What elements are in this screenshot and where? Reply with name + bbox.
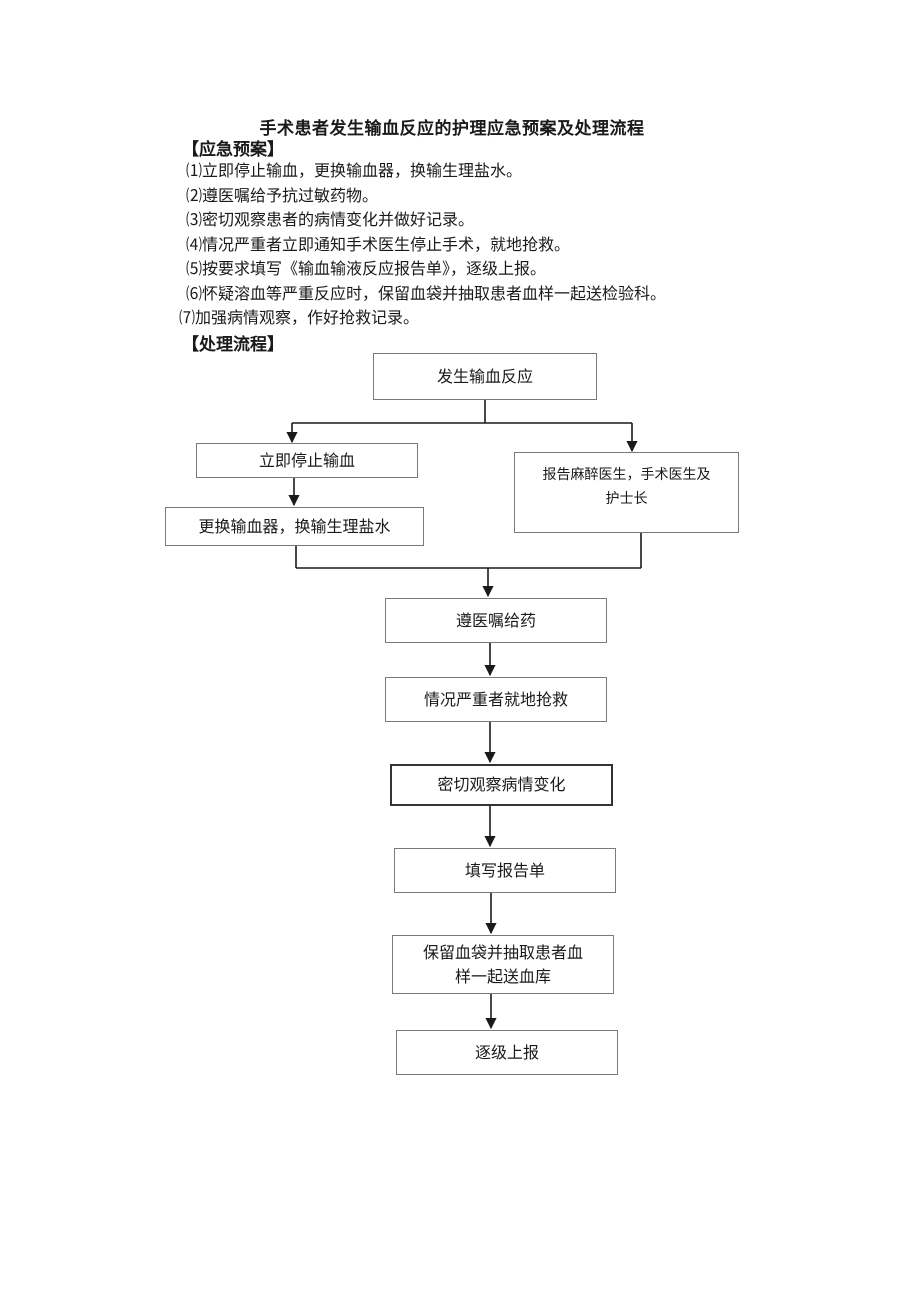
- emergency-plan-list: ⑴立即停止输血，更换输血器，换输生理盐水。 ⑵遵医嘱给予抗过敏药物。 ⑶密切观察…: [179, 159, 667, 331]
- node-report-doctors-line2: 护士长: [605, 491, 648, 507]
- node-escalate-report: 逐级上报: [396, 1030, 618, 1075]
- node-transfusion-reaction: 发生输血反应: [373, 353, 597, 400]
- node-keep-blood-bag: 保留血袋并抽取患者血 样一起送血库: [392, 935, 614, 994]
- emergency-plan-heading: 【应急预案】: [182, 140, 284, 160]
- node-keep-blood-bag-line1: 保留血袋并抽取患者血: [422, 942, 583, 962]
- plan-item-3: ⑶密切观察患者的病情变化并做好记录。: [186, 210, 475, 229]
- node-keep-blood-bag-line2: 样一起送血库: [454, 966, 551, 986]
- node-on-site-rescue: 情况严重者就地抢救: [385, 677, 607, 722]
- node-medication: 遵医嘱给药: [385, 598, 607, 643]
- node-stop-transfusion-label: 立即停止输血: [258, 450, 355, 470]
- node-report-doctors-line1: 报告麻醉医生，手术医生及: [542, 467, 711, 483]
- node-observe-condition: 密切观察病情变化: [390, 764, 613, 806]
- node-medication-label: 遵医嘱给药: [455, 610, 536, 630]
- node-report-doctors: 报告麻醉医生，手术医生及 护士长: [514, 452, 739, 533]
- node-fill-report: 填写报告单: [394, 848, 616, 893]
- node-fill-report-label: 填写报告单: [464, 860, 545, 880]
- plan-item-5: ⑸按要求填写《输血输液反应报告单》，逐级上报。: [186, 259, 547, 278]
- node-escalate-report-label: 逐级上报: [474, 1042, 539, 1062]
- node-on-site-rescue-label: 情况严重者就地抢救: [423, 689, 568, 709]
- node-transfusion-reaction-label: 发生输血反应: [436, 366, 533, 386]
- node-change-infusion-set: 更换输血器，换输生理盐水: [165, 507, 424, 546]
- plan-item-7: ⑺加强病情观察，作好抢救记录。: [179, 308, 420, 327]
- process-heading: 【处理流程】: [182, 335, 284, 355]
- plan-item-1: ⑴立即停止输血，更换输血器，换输生理盐水。: [186, 161, 523, 180]
- document-title: 手术患者发生输血反应的护理应急预案及处理流程: [259, 119, 645, 139]
- plan-item-4: ⑷情况严重者立即通知手术医生停止手术，就地抢救。: [186, 234, 571, 254]
- plan-item-6: ⑹怀疑溶血等严重反应时，保留血袋并抽取患者血样一起送检验科。: [186, 283, 667, 303]
- node-change-infusion-set-label: 更换输血器，换输生理盐水: [198, 516, 391, 536]
- plan-item-2: ⑵遵医嘱给予抗过敏药物。: [186, 185, 379, 205]
- node-stop-transfusion: 立即停止输血: [196, 443, 418, 478]
- node-observe-condition-label: 密切观察病情变化: [437, 775, 566, 794]
